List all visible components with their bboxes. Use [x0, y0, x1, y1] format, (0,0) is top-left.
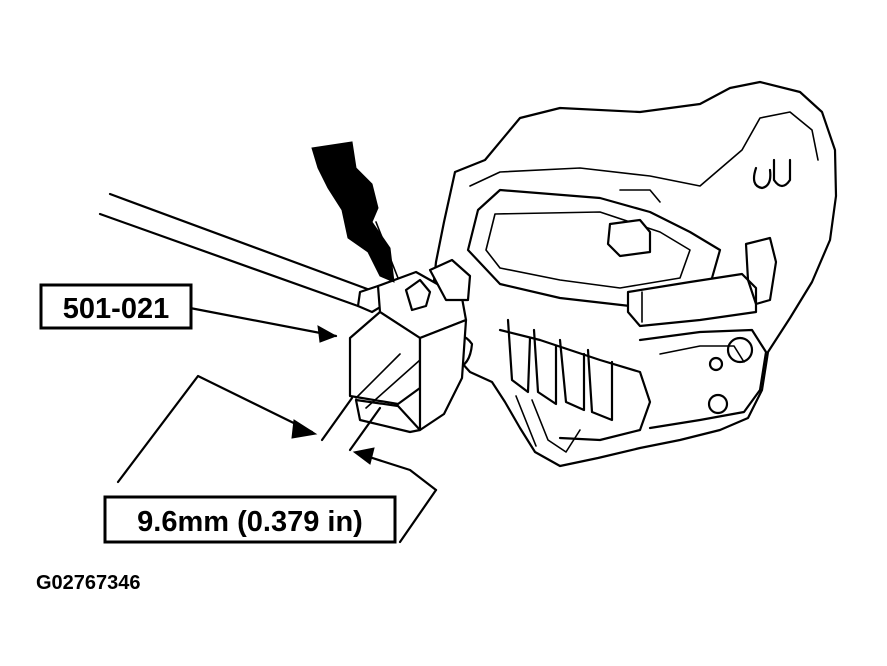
- bracket-housing: [430, 80, 838, 468]
- dimension-ext-left: [320, 396, 354, 442]
- connector-block: [348, 258, 472, 434]
- hole-large: [726, 336, 754, 364]
- hole-small: [707, 393, 729, 415]
- tool-callout-box: [39, 283, 193, 330]
- rib-3: [558, 338, 586, 412]
- lower-chevron: [531, 399, 581, 453]
- block-lower: [354, 398, 422, 434]
- tool-shaft-upper: [108, 192, 372, 292]
- hole-ring: [708, 356, 724, 372]
- notch-u: [772, 158, 792, 188]
- dimension-arrowhead-right: [352, 447, 375, 465]
- push-arrow: [311, 141, 395, 283]
- block-diagonal-1: [355, 353, 401, 399]
- upper-window: [466, 188, 722, 308]
- housing-inner-rim: [469, 111, 819, 187]
- upper-tab: [606, 218, 652, 258]
- block-diagonal-2: [365, 359, 421, 409]
- dimension-leader-left: [116, 374, 314, 484]
- dimension-callout-text: 9.6mm (0.379 in): [137, 506, 363, 538]
- tool-callout-text: 501-021: [63, 293, 169, 325]
- dimension-box-connector: [398, 488, 438, 544]
- side-bar: [626, 272, 758, 328]
- lower-plate-inner: [659, 345, 745, 363]
- rib-1: [506, 318, 532, 394]
- tool-leader-line: [188, 306, 338, 338]
- dimension-callout-box: [103, 495, 397, 544]
- notch-o: [752, 166, 772, 190]
- housing-outline: [430, 80, 838, 468]
- dimension-ext-right: [348, 406, 382, 452]
- rib-4: [586, 348, 614, 422]
- rib-2: [532, 328, 558, 406]
- tool-callout: 501-021: [39, 283, 193, 330]
- lower-plate: [638, 328, 768, 430]
- dimension-arrowhead-left: [291, 419, 318, 439]
- dimension-leader-right: [358, 452, 438, 492]
- push-arrow-shaft: [375, 221, 399, 279]
- tool-shaft-lower: [98, 212, 360, 308]
- dimension-callout: 9.6mm (0.379 in): [103, 495, 397, 544]
- figure-id: G02767346: [36, 572, 141, 594]
- dimension-marker: [116, 374, 438, 544]
- lower-chevron-2: [515, 395, 537, 447]
- upper-tab-edge: [619, 189, 661, 203]
- housing-catch: [428, 258, 472, 302]
- block-right-face: [418, 318, 468, 432]
- right-slot: [744, 236, 778, 306]
- block-latch: [404, 278, 432, 312]
- lower-frame: [498, 328, 652, 442]
- upper-window-inner: [485, 211, 691, 289]
- tool-leader-arrowhead: [317, 325, 338, 343]
